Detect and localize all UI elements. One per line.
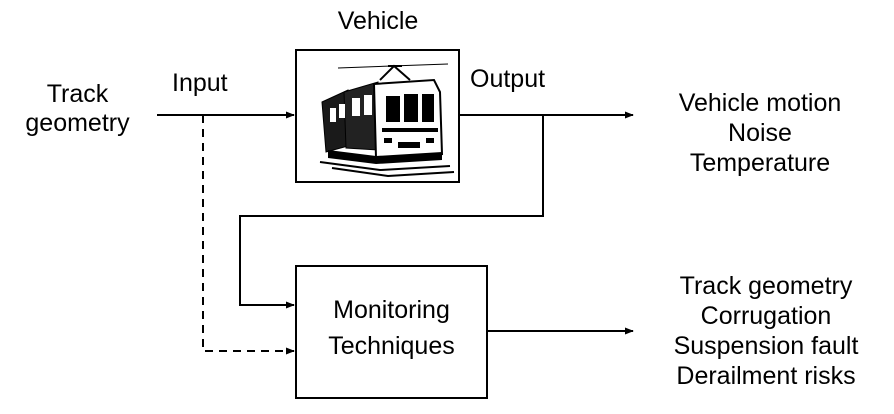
- output-noise: Noise: [728, 119, 792, 147]
- track-geometry-input-label: Track geometry: [0, 80, 155, 138]
- feedback-path: [239, 115, 544, 309]
- vehicle-title: Vehicle: [337, 7, 419, 35]
- track-geometry-line-1: Track: [46, 80, 109, 108]
- output-corrugation: Corrugation: [700, 302, 832, 330]
- input-label: Input: [172, 69, 228, 97]
- vehicle-outputs-list: Vehicle motion Noise Temperature: [640, 88, 880, 178]
- output-temperature: Temperature: [689, 149, 831, 177]
- monitoring-line-2: Techniques: [328, 332, 455, 360]
- monitoring-outputs-list: Track geometry Corrugation Suspension fa…: [640, 271, 892, 391]
- output-label: Output: [470, 65, 546, 93]
- train-icon: [319, 63, 455, 178]
- output-derailment-risks: Derailment risks: [676, 362, 856, 390]
- monitoring-title: Monitoring Techniques: [298, 292, 485, 364]
- monitoring-line-1: Monitoring: [333, 296, 450, 324]
- output-suspension-fault: Suspension fault: [673, 332, 859, 360]
- output-track-geometry: Track geometry: [679, 272, 853, 300]
- output-vehicle-motion: Vehicle motion: [678, 89, 842, 117]
- monitoring-box: [295, 265, 488, 399]
- dashed-input-path: [202, 115, 295, 355]
- track-geometry-line-2: geometry: [25, 109, 130, 137]
